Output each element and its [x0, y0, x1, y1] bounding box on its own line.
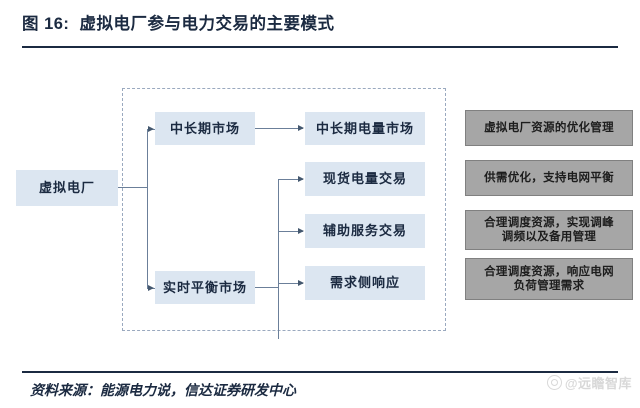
arrow-to-ancillary-services	[298, 227, 304, 234]
node-realtime-balance-market[interactable]: 实时平衡市场	[155, 271, 255, 304]
node-label: 实时平衡市场	[162, 279, 247, 295]
connector-to-realtime-market	[147, 288, 161, 290]
at-sign-icon	[546, 375, 562, 390]
node-midlong-market[interactable]: 中长期市场	[155, 112, 255, 145]
node-outcome-peak-frequency-reserve[interactable]: 合理调度资源，实现调峰 调频以及备用管理	[465, 210, 633, 250]
node-outcome-resource-optimization[interactable]: 虚拟电厂资源的优化管理	[465, 110, 633, 146]
connector-root-trunk	[118, 187, 148, 189]
node-label: 虚拟电厂资源的优化管理	[484, 121, 614, 134]
node-spot-energy-trading[interactable]: 现货电量交易	[305, 162, 425, 196]
node-label-line2: 负荷管理需求	[513, 280, 585, 292]
footer-divider	[22, 371, 618, 373]
node-ancillary-services-trading[interactable]: 辅助服务交易	[305, 214, 425, 248]
node-label: 虚拟电厂	[38, 180, 95, 196]
arrow-to-midlong-market	[148, 125, 154, 132]
node-label-line1: 合理调度资源，响应电网	[484, 265, 614, 278]
connector-realtime-split	[278, 179, 280, 339]
node-label: 辅助服务交易	[322, 223, 407, 239]
arrow-to-spot-energy-trading	[298, 175, 304, 182]
node-virtual-power-plant[interactable]: 虚拟电厂	[16, 170, 118, 206]
node-outcome-supply-demand-balance[interactable]: 供需优化，支持电网平衡	[465, 160, 633, 196]
node-label: 中长期市场	[169, 120, 240, 136]
connector-realtime-trunk	[255, 287, 279, 289]
arrow-to-realtime-market	[148, 284, 154, 291]
node-label: 需求侧响应	[329, 275, 400, 291]
market-scope-region	[122, 88, 446, 331]
page-title: 图 16: 虚拟电厂参与电力交易的主要模式	[22, 10, 334, 34]
connector-root-split	[147, 129, 149, 289]
connector-to-ancillary-services	[278, 231, 303, 233]
connector-midlong-to-energy-market	[255, 128, 303, 130]
figure-title-text: 虚拟电厂参与电力交易的主要模式	[79, 15, 335, 33]
node-label: 供需优化，支持电网平衡	[484, 171, 614, 184]
watermark: @远瞻智库	[546, 373, 632, 392]
arrow-to-demand-response	[298, 279, 304, 286]
title-divider	[22, 46, 618, 48]
figure-index: 图 16:	[22, 15, 70, 33]
node-outcome-load-management[interactable]: 合理调度资源，响应电网 负荷管理需求	[465, 258, 633, 300]
node-demand-side-response[interactable]: 需求侧响应	[305, 266, 425, 300]
source-note: 资料来源：能源电力说，信达证券研发中心	[30, 384, 296, 399]
diagram-canvas: 虚拟电厂 中长期市场 实时平衡市场 中长期电量市场 现货电量交易 辅助服务交易 …	[0, 52, 640, 368]
node-label: 中长期电量市场	[315, 120, 414, 136]
connector-to-midlong-market	[147, 129, 161, 131]
connector-to-spot-energy-trading	[278, 179, 303, 181]
node-label-line1: 合理调度资源，实现调峰	[484, 216, 614, 229]
watermark-text: @远瞻智库	[564, 376, 632, 391]
arrow-to-midlong-energy-market	[298, 124, 304, 131]
node-label-line2: 调频以及备用管理	[501, 231, 597, 243]
connector-to-demand-response	[278, 283, 303, 285]
node-label: 现货电量交易	[322, 171, 407, 187]
node-midlong-energy-market[interactable]: 中长期电量市场	[305, 112, 425, 145]
